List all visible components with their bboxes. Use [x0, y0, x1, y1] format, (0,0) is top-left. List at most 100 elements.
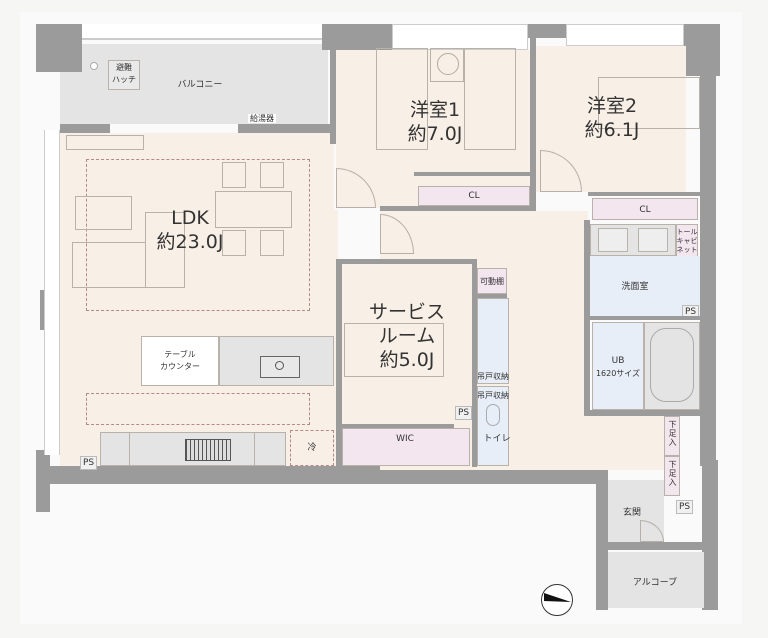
faucet-icon: [275, 361, 284, 370]
left-window: [44, 130, 60, 455]
hanging-storage-1-label: 吊戸収納: [477, 372, 509, 381]
bedroom2-name: 洋室2: [586, 95, 638, 117]
washroom-name: 洗面室: [621, 282, 649, 292]
balcony-label: バルコニー: [177, 80, 223, 90]
bathtub-icon: [650, 328, 694, 402]
ps-label-kitchen: PS: [80, 456, 98, 470]
wall-bedroom1-bottom: [380, 206, 536, 211]
ldk-size: 約23.0J: [156, 231, 224, 253]
wall-right-lower: [702, 460, 718, 610]
bedroom1-name: 洋室1: [409, 99, 461, 121]
service-room-floor: [342, 264, 472, 426]
dining-chair-2: [260, 162, 284, 188]
ps-label-entrance: PS: [676, 500, 694, 514]
tall-cabinet-label-1: トール: [676, 228, 698, 236]
dining-chair-3: [222, 230, 246, 256]
balcony-railing: [82, 24, 328, 40]
table-counter-label-2: カウンター: [160, 362, 200, 371]
evacuation-hatch-label-2: ハッチ: [112, 75, 136, 84]
nightstand: [430, 48, 464, 82]
bedroom2-window: [566, 24, 684, 46]
wall-toilet-top: [477, 294, 507, 298]
evacuation-hatch: [108, 60, 140, 90]
gas-stove-icon: [185, 439, 231, 461]
living-area-rug: [86, 159, 310, 311]
balcony: [60, 44, 328, 124]
ldk-shelf: [66, 135, 144, 150]
kitchen-work-area: [86, 393, 310, 425]
kitchen-cabinet-left: [100, 432, 130, 466]
wall-top-left-column: [36, 24, 82, 72]
hallway-lower: [508, 410, 668, 470]
wall-bedroom1-right: [530, 38, 536, 208]
tall-cabinet-label-3: ネット: [676, 246, 698, 254]
bathroom-name: UB: [611, 356, 625, 366]
bedroom2-closet-label: CL: [639, 205, 651, 215]
lamp-icon: [437, 53, 459, 75]
evacuation-hatch-label-1: 避難: [116, 63, 132, 72]
wall-right: [700, 76, 716, 466]
bed-2: [598, 77, 700, 129]
ldk-floor: [60, 133, 334, 466]
table-counter-label-1: テーブル: [164, 350, 196, 359]
table-counter: [141, 336, 219, 386]
wall-toilet-left: [472, 259, 477, 467]
bedroom1-closet: [418, 186, 530, 206]
bed-1a: [376, 48, 428, 150]
tv-unit: [75, 196, 132, 230]
dining-chair-4: [260, 230, 284, 256]
sofa: [72, 242, 146, 288]
wall-service-bottom: [342, 424, 454, 428]
bedroom2-size: 約6.1J: [584, 119, 640, 141]
bedroom1-window: [392, 24, 528, 50]
shoe-storage-2: [664, 456, 680, 496]
shoe-storage-1: [664, 416, 680, 456]
alcove-floor: [608, 552, 704, 608]
shoe-storage-1-label: 下足入: [668, 420, 677, 447]
kitchen-cabinet-right: [254, 432, 286, 466]
ps-label-service: PS: [455, 406, 473, 420]
movable-shelf-label: 可動棚: [480, 277, 504, 286]
service-room-name-1: サービス: [368, 301, 445, 323]
washroom-floor: [590, 256, 700, 316]
ldk-name: LDK: [171, 207, 209, 229]
service-room-size: 約5.0J: [379, 349, 435, 371]
wall-entrance-left: [596, 470, 608, 610]
wall-bedroom1-cl: [414, 172, 530, 176]
wall-top-right-column: [684, 24, 720, 76]
bedroom1-size: 約7.0J: [407, 123, 463, 145]
shoe-storage-2-label: 下足入: [668, 460, 677, 487]
drain-icon: [90, 62, 98, 70]
wall-service-left: [336, 259, 342, 467]
wall-service-top: [336, 259, 476, 264]
bathroom-size: 1620サイズ: [595, 369, 641, 378]
fridge-space: [290, 430, 334, 466]
water-heater-label: 給湯器: [248, 114, 276, 123]
sofa-ottoman: [145, 212, 185, 288]
bed-1b: [464, 48, 516, 150]
bathroom-floor: [592, 322, 644, 410]
north-arrow-icon: [541, 584, 573, 616]
wall-bedroom2-bottom: [588, 192, 700, 196]
hanging-storage-2-label: 吊戸収納: [477, 391, 509, 400]
ps-label-washroom: PS: [682, 305, 700, 319]
walk-in-closet: [342, 428, 470, 466]
bedroom2-closet: [592, 198, 698, 220]
wall-top-mid2-column: [528, 24, 566, 38]
basin-1: [598, 228, 628, 252]
wall-bedroom1-left: [330, 44, 336, 144]
entrance-name: 玄関: [622, 508, 641, 518]
bedroom1-floor: [336, 50, 530, 208]
tall-cabinet-label-2: キャビ: [676, 237, 698, 245]
dining-table: [215, 191, 292, 228]
wall-bottom: [36, 466, 602, 484]
bedroom1-closet-label: CL: [468, 191, 480, 201]
basin-2: [638, 228, 668, 252]
walk-in-closet-label: WIC: [396, 434, 414, 444]
toilet-name: トイレ: [483, 434, 511, 444]
dining-chair-1: [222, 162, 246, 188]
alcove-name: アルコーブ: [632, 578, 678, 588]
wall-entrance-bottom: [608, 542, 708, 550]
toilet-icon: [486, 404, 500, 426]
movable-shelf: [477, 268, 507, 294]
